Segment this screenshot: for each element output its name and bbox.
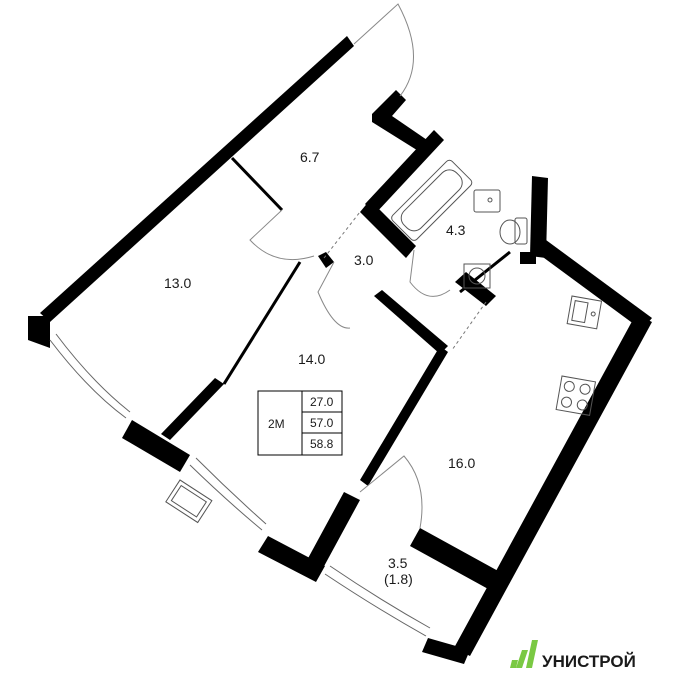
toilet	[499, 217, 528, 245]
wall-bath-bottom	[455, 272, 496, 306]
fixtures	[391, 159, 603, 416]
room-area-hall: 6.7	[300, 149, 320, 165]
brand-name: УНИСТРОЙ	[542, 652, 636, 671]
partition-bedroom-living	[222, 261, 302, 385]
door-entrance	[353, 3, 414, 97]
total-area-with-balcony: 58.8	[310, 437, 334, 451]
wall-pier-bottom-right	[422, 638, 470, 664]
partitions	[222, 156, 511, 385]
walls	[28, 36, 652, 664]
wall-bath-left	[360, 200, 416, 258]
room-area-balcony-reduced: (1.8)	[384, 571, 413, 587]
living-area: 27.0	[310, 395, 334, 409]
window-living	[189, 457, 267, 531]
window-bedroom	[49, 333, 131, 419]
brand-logo: УНИСТРОЙ	[510, 640, 636, 671]
wall-bath-bottom2	[520, 252, 536, 264]
door-bedroom	[249, 209, 315, 261]
door-balcony	[359, 455, 423, 529]
wall-bath-top	[365, 130, 444, 214]
wall-notch	[372, 90, 430, 152]
apartment-type: 2М	[268, 417, 285, 431]
wall-corridor-stub	[318, 252, 334, 268]
wall-right-outer	[454, 314, 652, 656]
kitchen-sink	[566, 295, 603, 330]
zone-separators	[323, 211, 487, 351]
room-area-kitchen: 16.0	[448, 455, 475, 471]
dash-corridor-kitchen	[451, 301, 487, 351]
door-bathroom	[409, 249, 451, 297]
room-area-corridor: 3.0	[354, 252, 374, 268]
windows	[49, 333, 431, 637]
room-area-bathroom: 4.3	[446, 222, 466, 238]
room-labels: 6.7 4.3 13.0 3.0 14.0 16.0 3.5 (1.8)	[164, 149, 475, 587]
doors	[249, 3, 451, 529]
room-area-balcony: 3.5	[388, 555, 408, 571]
room-area-bedroom: 13.0	[164, 275, 191, 291]
room-area-living: 14.0	[298, 351, 325, 367]
partition-bedroom-hall	[230, 156, 284, 212]
wall-balcony-right	[410, 528, 500, 590]
bath-sink	[473, 189, 501, 213]
wall-left-outer	[40, 36, 354, 322]
partition-bath-door	[459, 250, 511, 294]
wall-pier-bottom-left	[122, 420, 190, 472]
dash-hall-corridor	[323, 211, 361, 259]
wall-living-right	[360, 346, 448, 486]
wall-bath-right	[530, 176, 548, 258]
total-area: 57.0	[310, 416, 334, 430]
stove	[555, 375, 597, 416]
window-balcony	[324, 565, 431, 637]
wall-living-top	[374, 290, 448, 354]
washing-machine	[463, 263, 491, 289]
wall-balcony-left	[306, 492, 360, 570]
brand-mark-icon	[510, 640, 538, 668]
wall-kitchen-top	[536, 240, 652, 330]
wall-pier-center	[258, 536, 325, 582]
ac-unit	[165, 479, 213, 524]
wall-bedroom-stub	[161, 378, 224, 440]
wall-left-pier	[28, 316, 50, 348]
area-summary: 2М 27.0 57.0 58.8	[257, 390, 343, 456]
bathtub	[391, 159, 473, 241]
door-living	[317, 261, 351, 329]
